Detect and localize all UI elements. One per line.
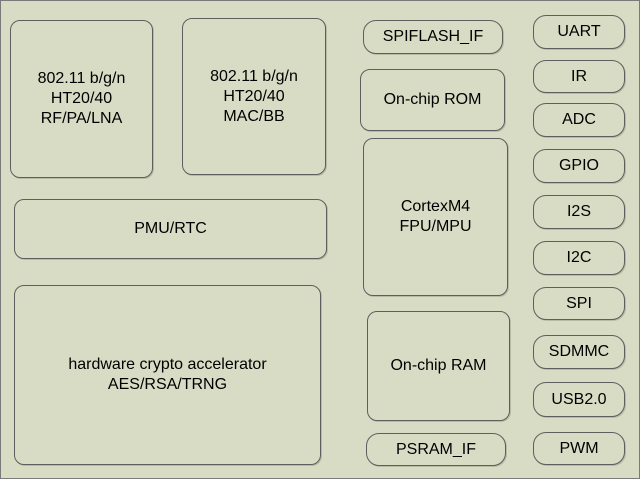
onchip-rom-block: On-chip ROM bbox=[360, 69, 505, 131]
peripheral-pwm-label: PWM bbox=[559, 439, 599, 457]
peripheral-adc-block: ADC bbox=[533, 103, 625, 137]
psram-if-block: PSRAM_IF bbox=[366, 433, 506, 466]
onchip-ram-label: On-chip RAM bbox=[390, 357, 487, 374]
peripheral-ir-label: IR bbox=[571, 67, 587, 85]
cpu-block: CortexM4 FPU/MPU bbox=[363, 138, 508, 296]
cpu-line-1: CortexM4 bbox=[400, 198, 471, 215]
wifi-mac-line-3: MAC/BB bbox=[223, 107, 285, 125]
onchip-ram-block: On-chip RAM bbox=[367, 311, 510, 421]
peripheral-i2s-block: I2S bbox=[533, 195, 625, 229]
pmu-rtc-block: PMU/RTC bbox=[14, 199, 327, 259]
peripheral-spi-block: SPI bbox=[533, 287, 625, 320]
peripheral-ir-block: IR bbox=[533, 60, 625, 93]
cpu-line-2: FPU/MPU bbox=[399, 218, 472, 235]
wifi-mac-line-2: HT20/40 bbox=[223, 87, 285, 105]
pmu-rtc-label: PMU/RTC bbox=[134, 220, 207, 237]
peripheral-i2c-block: I2C bbox=[533, 241, 625, 275]
peripheral-i2c-label: I2C bbox=[566, 249, 592, 266]
wifi-rf-line-1: 802.11 b/g/n bbox=[37, 70, 126, 87]
wifi-mac-line-1: 802.11 b/g/n bbox=[210, 67, 298, 85]
wifi-mac-block: 802.11 b/g/n HT20/40 MAC/BB bbox=[182, 18, 326, 175]
peripheral-spi-label: SPI bbox=[566, 294, 592, 312]
peripheral-uart-label: UART bbox=[557, 23, 601, 40]
spiflash-if-label: SPIFLASH_IF bbox=[382, 28, 484, 45]
wifi-rf-block: 802.11 b/g/n HT20/40 RF/PA/LNA bbox=[10, 20, 153, 178]
crypto-line-1: hardware crypto accelerator bbox=[68, 356, 267, 373]
peripheral-pwm-block: PWM bbox=[533, 432, 625, 465]
onchip-rom-label: On-chip ROM bbox=[383, 91, 482, 108]
psram-if-label: PSRAM_IF bbox=[395, 440, 476, 458]
peripheral-i2s-label: I2S bbox=[566, 203, 591, 220]
wifi-rf-line-2: HT20/40 bbox=[50, 90, 113, 107]
peripheral-usb-label: USB2.0 bbox=[551, 390, 607, 408]
crypto-accelerator-block: hardware crypto accelerator AES/RSA/TRNG bbox=[14, 285, 321, 465]
wifi-rf-line-3: RF/PA/LNA bbox=[40, 110, 123, 127]
peripheral-uart-block: UART bbox=[533, 15, 625, 49]
peripheral-sdmmc-label: SDMMC bbox=[548, 343, 610, 360]
peripheral-gpio-block: GPIO bbox=[533, 149, 625, 183]
peripheral-gpio-label: GPIO bbox=[558, 157, 599, 174]
spiflash-if-block: SPIFLASH_IF bbox=[363, 20, 503, 54]
peripheral-sdmmc-block: SDMMC bbox=[533, 335, 625, 369]
peripheral-usb-block: USB2.0 bbox=[533, 382, 625, 417]
crypto-line-2: AES/RSA/TRNG bbox=[107, 376, 228, 393]
peripheral-adc-label: ADC bbox=[562, 111, 596, 128]
